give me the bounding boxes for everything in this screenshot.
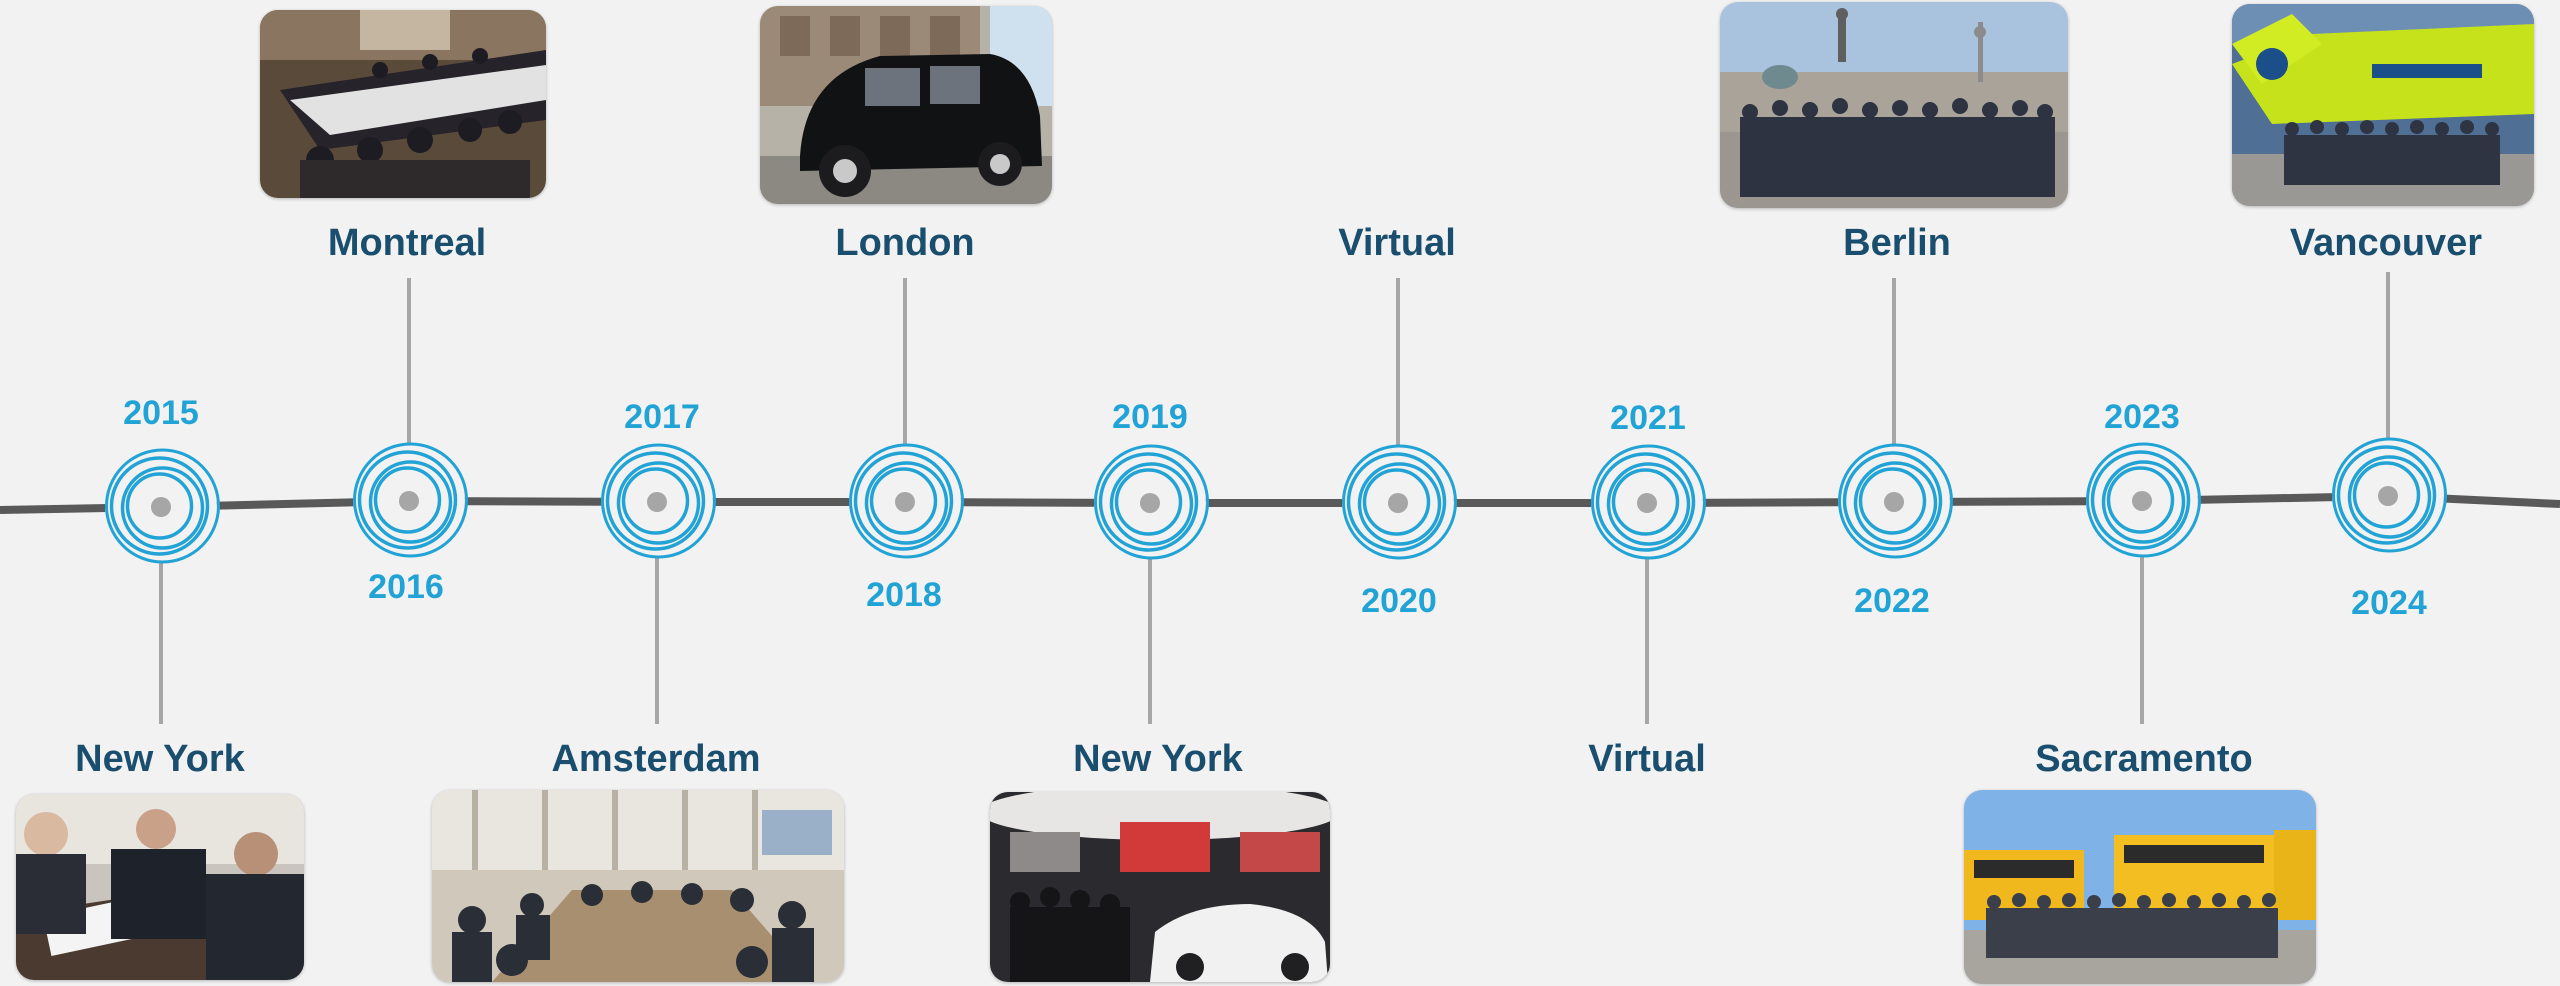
timeline-node bbox=[1342, 444, 1457, 560]
city-label: Berlin bbox=[1843, 222, 1951, 264]
timeline-node bbox=[105, 448, 220, 564]
city-label: New York bbox=[1073, 738, 1243, 780]
city-label: Sacramento bbox=[2035, 738, 2253, 780]
timeline-node bbox=[1591, 444, 1706, 560]
node-center-dot bbox=[895, 492, 915, 512]
signing-ceremony-photo bbox=[16, 794, 304, 980]
city-label: Amsterdam bbox=[551, 738, 761, 780]
timeline-node bbox=[849, 443, 964, 559]
seaplane-hangar-group-photo bbox=[2232, 4, 2534, 206]
node-center-dot bbox=[1388, 493, 1408, 513]
city-label: Virtual bbox=[1338, 222, 1456, 264]
school-buses-group-photo bbox=[1964, 790, 2316, 984]
timeline-node bbox=[601, 443, 716, 559]
conference-table-meeting-photo bbox=[260, 10, 546, 198]
year-label: 2019 bbox=[1112, 398, 1188, 436]
year-label: 2024 bbox=[2351, 584, 2427, 622]
node-center-dot bbox=[1637, 493, 1657, 513]
city-label: Montreal bbox=[327, 222, 487, 264]
year-label: 2022 bbox=[1854, 582, 1930, 620]
node-center-dot bbox=[2132, 491, 2152, 511]
year-label: 2016 bbox=[368, 568, 444, 606]
meeting-room-photo bbox=[432, 790, 844, 982]
node-center-dot bbox=[1884, 492, 1904, 512]
node-center-dot bbox=[399, 491, 419, 511]
timeline-node bbox=[2086, 442, 2201, 558]
year-label: 2018 bbox=[866, 576, 942, 614]
city-label: New York bbox=[75, 738, 245, 780]
rooftop-group-photo bbox=[1720, 2, 2068, 208]
timeline-node bbox=[2332, 437, 2447, 553]
timeline-node bbox=[1838, 443, 1953, 559]
year-label: 2017 bbox=[624, 398, 700, 436]
year-label: 2021 bbox=[1610, 399, 1686, 437]
auto-show-photo bbox=[990, 792, 1330, 982]
node-center-dot bbox=[1140, 493, 1160, 513]
city-label: London bbox=[835, 222, 975, 264]
year-label: 2020 bbox=[1361, 582, 1437, 620]
year-label: 2023 bbox=[2104, 398, 2180, 436]
year-label: 2015 bbox=[123, 394, 199, 432]
black-taxi-photo bbox=[760, 6, 1052, 204]
city-label: Virtual bbox=[1588, 738, 1706, 780]
timeline-node bbox=[353, 442, 468, 558]
timeline-node bbox=[1094, 444, 1209, 560]
city-label: Vancouver bbox=[2289, 222, 2483, 264]
node-center-dot bbox=[2378, 486, 2398, 506]
node-center-dot bbox=[151, 497, 171, 517]
node-center-dot bbox=[647, 492, 667, 512]
